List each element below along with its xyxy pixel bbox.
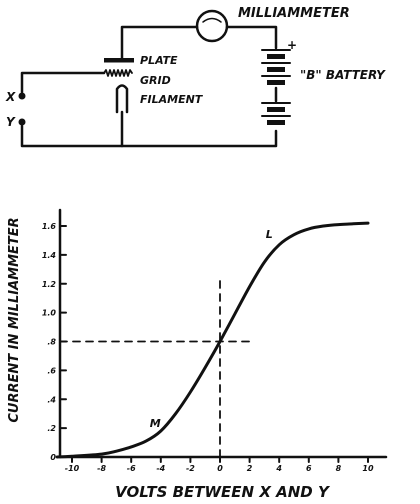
x-axis-title: VOLTS BETWEEN X AND Y xyxy=(115,483,331,501)
x-tick-label: 2 xyxy=(247,464,253,473)
x-tick-label: -8 xyxy=(97,464,106,473)
y-tick-label: .2 xyxy=(47,424,56,433)
grid-label: GRID xyxy=(140,74,171,87)
x-tick-label: 8 xyxy=(336,464,342,473)
characteristic-curve xyxy=(55,221,370,459)
terminal-x xyxy=(18,92,26,100)
terminal-y-label: Y xyxy=(6,115,16,129)
y-tick-label: .8 xyxy=(47,338,56,347)
x-tick-label: 4 xyxy=(275,464,282,473)
y-tick-label: 1.2 xyxy=(42,280,57,289)
y-tick-label: 1.4 xyxy=(42,251,57,260)
y-tick-label: 1.6 xyxy=(42,222,57,231)
terminal-x-label: X xyxy=(5,90,16,104)
y-axis-title: CURRENT IN MILLIAMMETER xyxy=(7,217,22,422)
milliammeter-needle xyxy=(202,17,222,23)
x-tick-label: -2 xyxy=(186,464,195,473)
y-tick-label: .4 xyxy=(47,395,56,404)
battery-lower xyxy=(261,102,291,125)
x-tick-label: 6 xyxy=(306,464,312,473)
x-tick-label: -10 xyxy=(65,464,80,473)
x-tick-label: 0 xyxy=(217,464,223,473)
x-axis-ticks: -10 -8 -6 -4 -2 0 2 4 6 8 10 xyxy=(65,456,374,473)
terminal-y xyxy=(18,118,26,126)
filament-label: FILAMENT xyxy=(140,93,204,106)
x-tick-label: -6 xyxy=(127,464,136,473)
filament-element xyxy=(115,84,129,114)
circuit-diagram: MILLIAMMETER PLATE GRID FILAMENT "B" BAT… xyxy=(5,6,386,148)
chart: 0 .2 .4 .6 .8 1.0 1.2 1.4 1.6 -10 -8 -6 -4 -2 0 2 4 6 8 10… xyxy=(7,208,388,501)
wire-x-terminal xyxy=(20,71,106,94)
battery-label: "B" BATTERY xyxy=(300,68,386,82)
milliammeter-circle xyxy=(195,9,229,43)
grid-element xyxy=(103,69,133,77)
battery-upper xyxy=(261,49,291,85)
wire-plate-to-meter xyxy=(120,25,199,62)
plate-label: PLATE xyxy=(140,54,178,67)
curve-annotation-label: L xyxy=(266,228,273,241)
wire-meter-to-battery xyxy=(225,25,278,50)
wire-battery-bottom xyxy=(20,124,278,148)
plate-element xyxy=(104,58,134,63)
battery-plus-sign: + xyxy=(287,38,297,52)
x-tick-label: 10 xyxy=(362,464,374,473)
y-tick-label: .6 xyxy=(47,366,56,375)
curve-annotations: ML xyxy=(150,228,273,430)
milliammeter-label: MILLIAMMETER xyxy=(238,6,350,21)
curve-annotation-label: M xyxy=(150,417,161,430)
x-tick-label: -4 xyxy=(156,464,165,473)
y-tick-label: 1.0 xyxy=(42,309,57,318)
y-tick-label: 0 xyxy=(50,453,56,462)
